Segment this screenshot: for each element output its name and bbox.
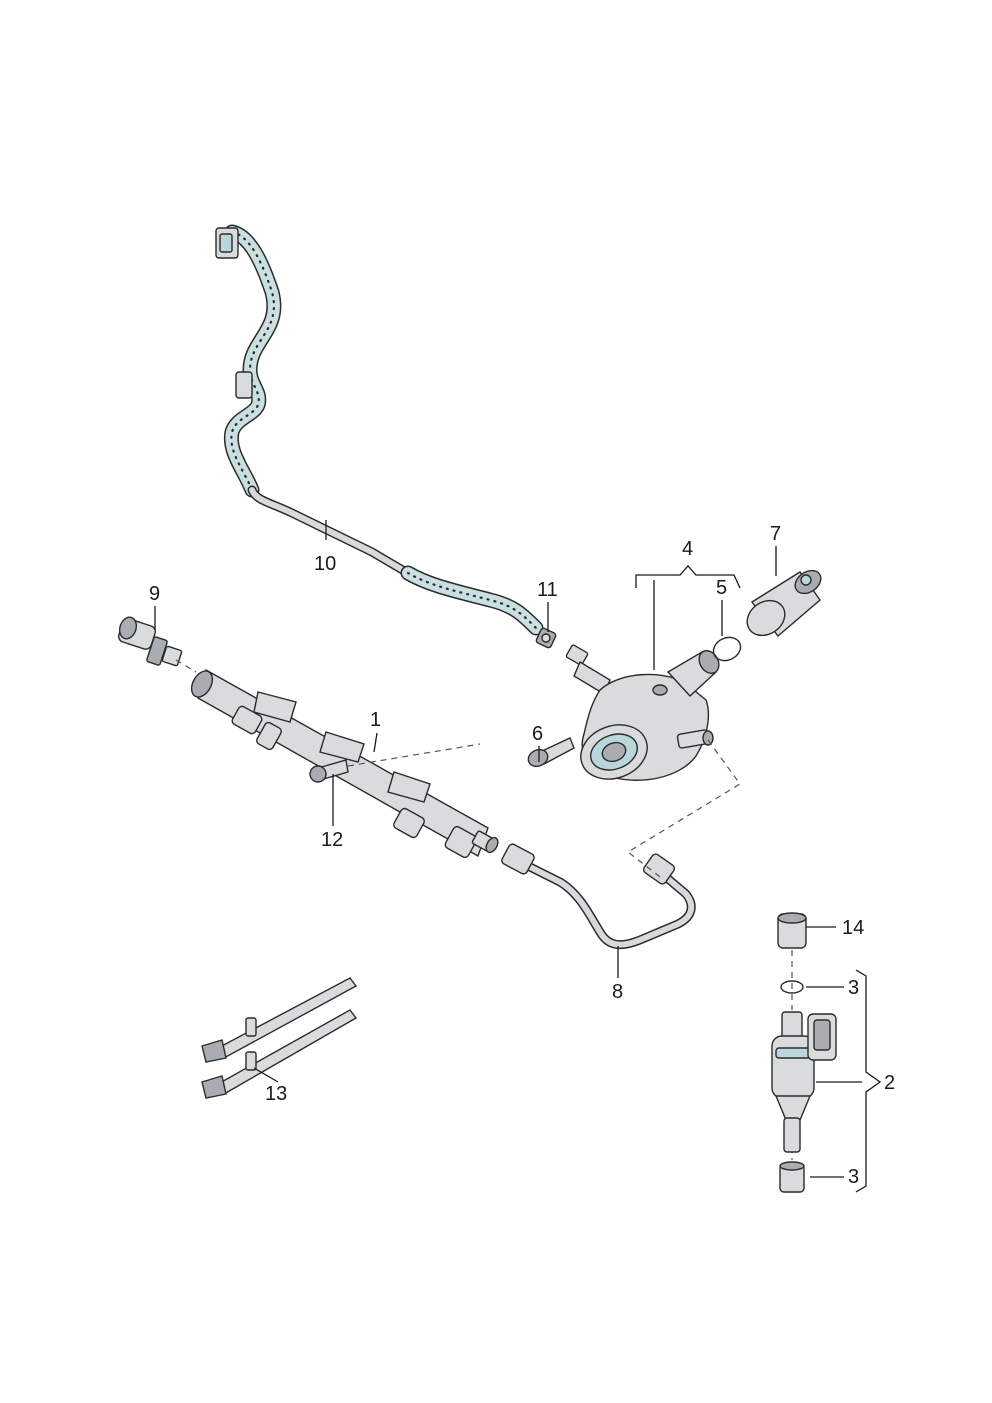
callout-8: 8 [612,981,623,1003]
cable-ties [201,977,358,1099]
leader-lines [154,520,862,1178]
callout-11: 11 [537,579,558,601]
callout-6: 6 [532,723,543,745]
injector-retaining-clip [777,912,807,949]
injector-seal-upper [780,980,804,994]
callout-12: 12 [321,829,343,851]
roller-tappet [746,569,822,638]
pressure-sensor [117,616,183,667]
callout-4: 4 [682,538,693,560]
callout-2: 2 [884,1072,895,1094]
bracket-part-4 [635,565,741,589]
quick-connector [535,627,557,649]
assembly-guide-line [626,739,741,881]
fuel-injector [771,1011,837,1153]
callout-3-lower: 3 [848,1166,859,1188]
callout-1: 1 [370,709,381,731]
assembly-guide-line-2 [175,659,197,673]
callout-5: 5 [716,577,727,599]
callout-7: 7 [770,523,781,545]
callout-3-upper: 3 [848,977,859,999]
fuel-supply-line [215,224,544,636]
callout-14: 14 [842,917,864,939]
high-pressure-line [501,843,696,950]
callout-9: 9 [149,583,160,605]
callout-13: 13 [265,1083,287,1105]
o-ring [712,636,742,662]
pump-bolt [527,737,575,768]
rail-bolt [309,759,349,783]
assembly-guide-line-3 [347,743,481,767]
injector-seal-lower [779,1161,805,1193]
high-pressure-pump [565,644,720,781]
callout-10: 10 [314,553,336,575]
bracket-part-2 [855,969,882,1193]
callout-labels: 1 2 3 3 4 5 6 7 8 9 10 11 12 13 14 [149,523,895,1188]
